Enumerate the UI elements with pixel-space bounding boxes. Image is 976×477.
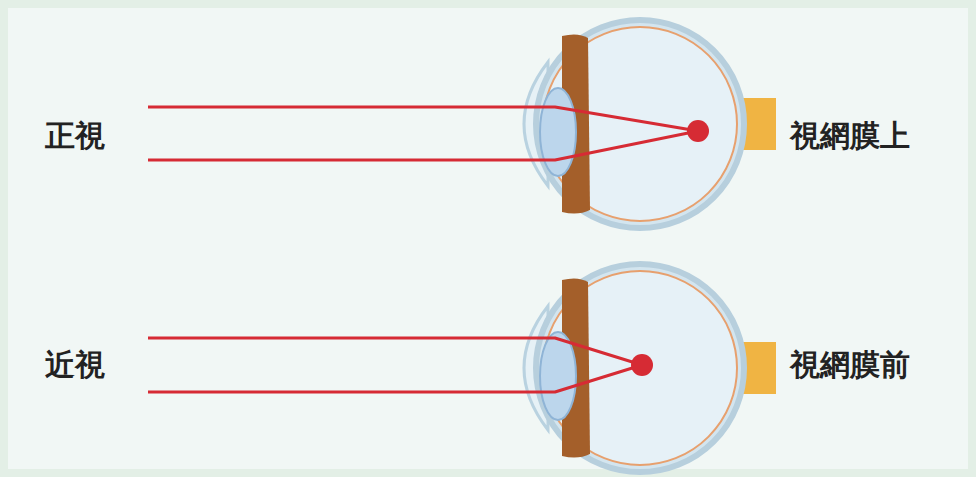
background-panel <box>8 8 968 469</box>
focus-position-label: 視網膜前 <box>790 347 910 383</box>
condition-label: 近視 <box>45 347 105 383</box>
focus-position-label: 視網膜上 <box>790 118 910 154</box>
condition-label: 正視 <box>45 118 105 154</box>
